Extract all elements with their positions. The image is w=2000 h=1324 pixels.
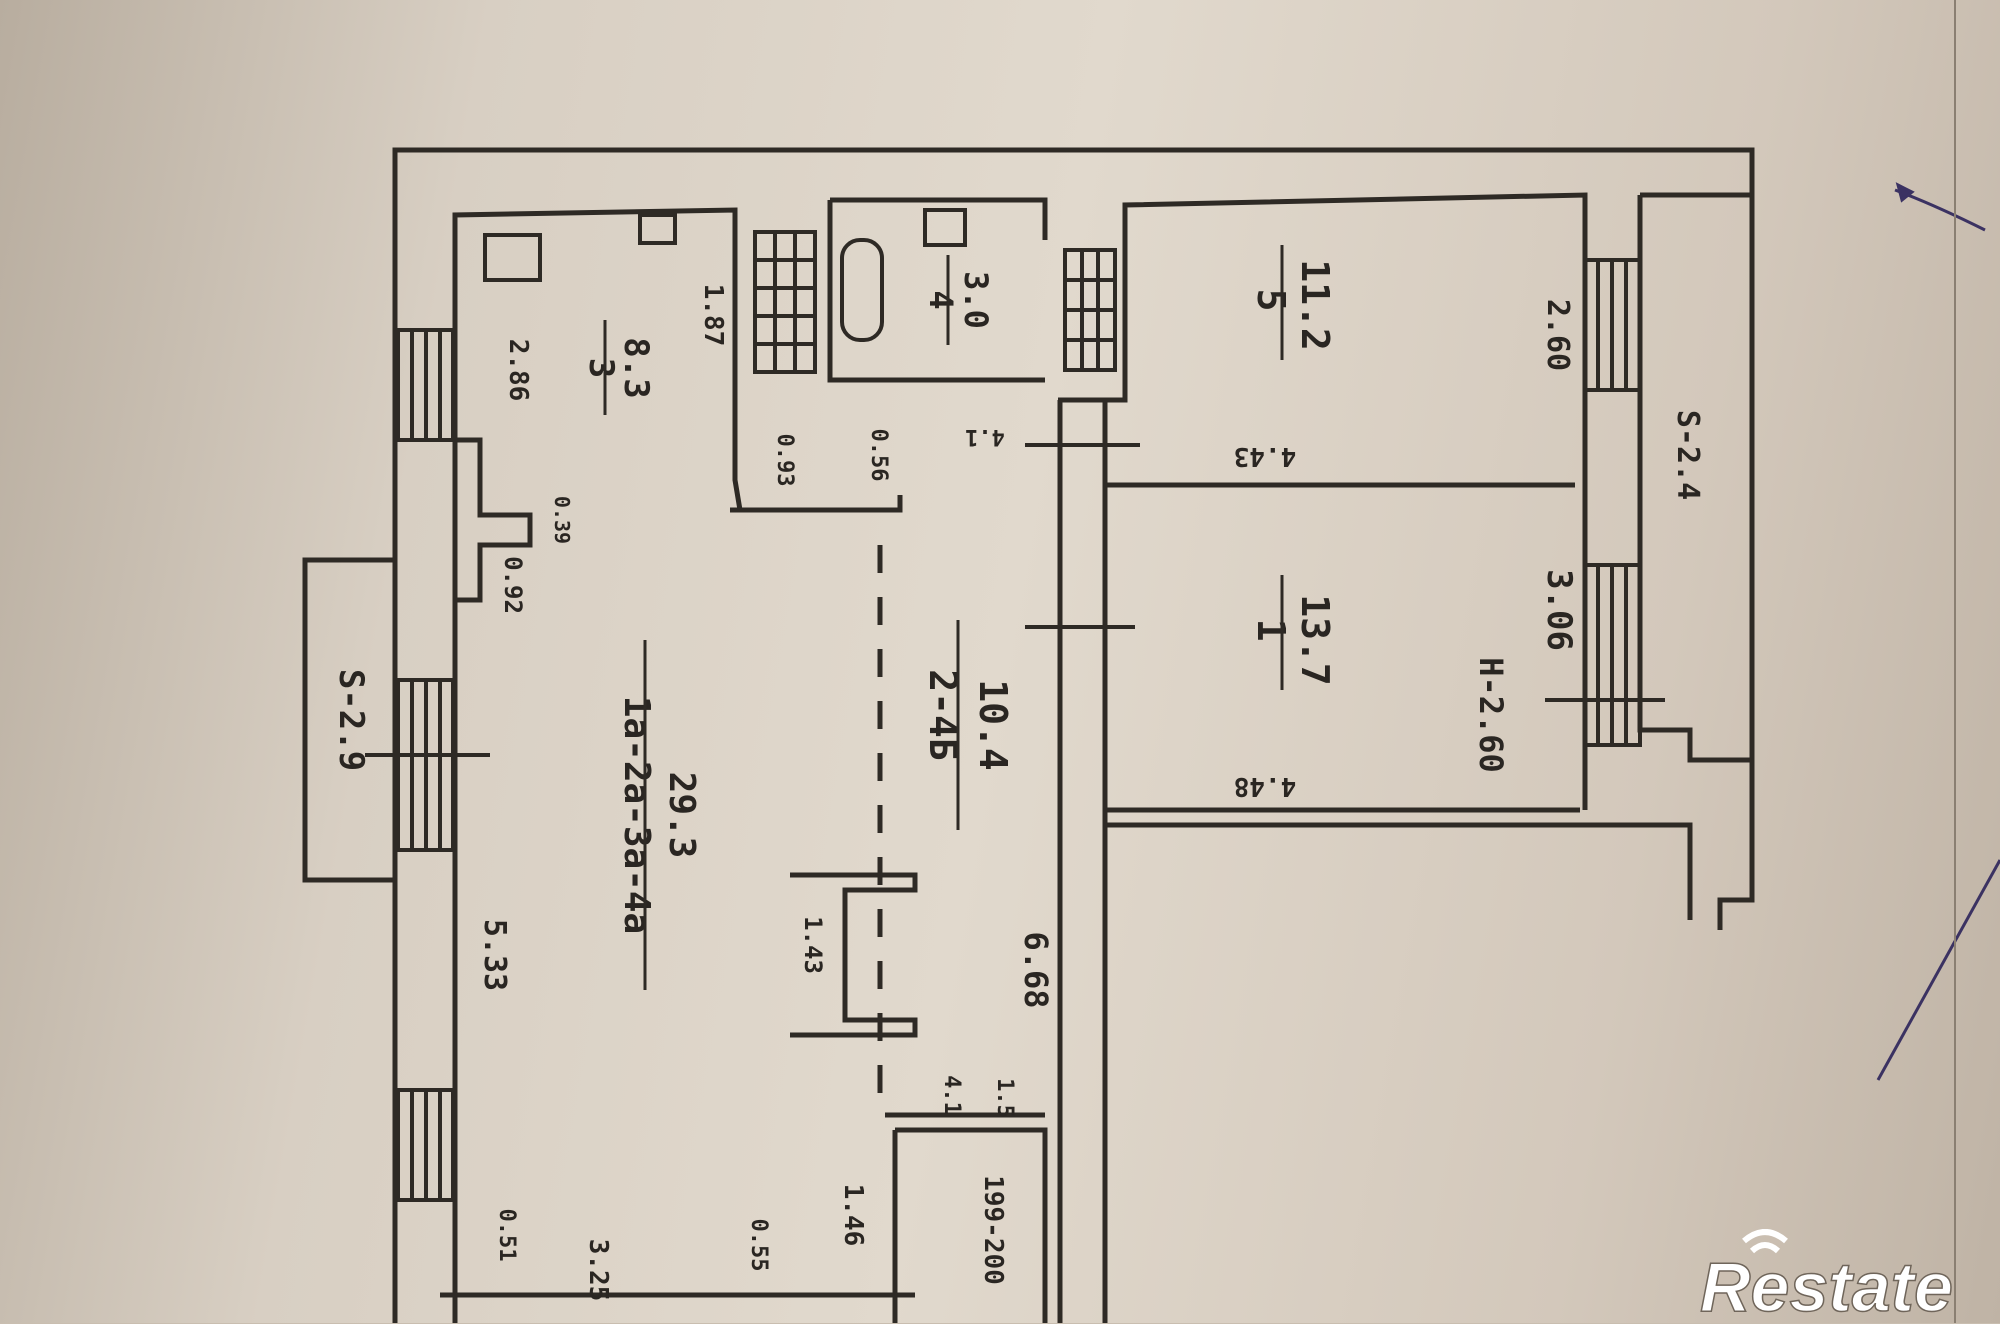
dim-306: 3.06: [1539, 569, 1579, 651]
stove: [483, 233, 542, 282]
balcony-left-frame: [302, 557, 398, 883]
dim-146: 1.46: [838, 1184, 868, 1247]
room-1a-number: 1a-2a-3a-4a: [616, 696, 657, 934]
sink: [638, 213, 677, 245]
bathtub: [840, 238, 884, 342]
dim-187: 1.87: [698, 284, 728, 347]
bathroom-wall: [830, 197, 1048, 240]
room-3-area: 8.3: [616, 337, 656, 398]
dim-448: 4.48: [1234, 771, 1297, 801]
room-4-area: 3.0: [957, 271, 995, 329]
entry-wall: [885, 1112, 1048, 1323]
dim-093: 0.93: [772, 434, 797, 487]
balcony-right-wall: [1637, 192, 1752, 763]
balcony-left-label: S-2.9: [331, 669, 371, 771]
dim-056: 0.56: [866, 429, 891, 482]
balcony-right-label: S-2.4: [1670, 410, 1705, 500]
dim-41b: 4.1: [965, 424, 1005, 449]
room-4-number: 4: [922, 290, 960, 309]
dim-41: 4.1: [939, 1075, 964, 1115]
room-1-area: 13.7: [1293, 594, 1337, 686]
room-5-area: 11.2: [1293, 259, 1337, 351]
niche: [790, 872, 918, 1038]
watermark-text: Restate: [1700, 1248, 1953, 1319]
dim-668: 6.68: [1017, 931, 1055, 1008]
dim-092: 0.92: [499, 556, 527, 614]
room-divider-1-bottom-2: [1105, 822, 1693, 920]
room-3-number: 3: [581, 358, 621, 378]
dim-039: 0.39: [550, 496, 574, 544]
room-2-area: 10.4: [971, 679, 1015, 771]
dim-055: 0.55: [746, 1219, 771, 1272]
window-right-top: [1583, 258, 1642, 392]
dim-286: 2.86: [503, 339, 533, 402]
bathroom-inner: [827, 200, 1045, 383]
watermark: Restate: [1680, 1229, 2000, 1324]
pen-arrow: [1876, 182, 2000, 1081]
outer-wall: [392, 147, 1755, 1323]
tile-grid-kitchen: [753, 230, 817, 374]
kitchen-wall: [455, 437, 533, 603]
dim-443: 4.43: [1234, 441, 1297, 471]
tile-grid-bath: [1063, 248, 1117, 372]
window-left-bottom: [396, 1088, 455, 1202]
watermark-signal-icon: [1742, 1229, 1788, 1254]
dim-533: 5.33: [477, 919, 512, 991]
room-5-number: 5: [1249, 289, 1293, 312]
dim-260a: 2.60: [1540, 299, 1575, 371]
room-1a-area: 29.3: [661, 772, 702, 859]
room-1-number: 1: [1249, 619, 1293, 642]
dim-143: 1.43: [799, 916, 827, 974]
window-left-top: [396, 328, 455, 442]
dim-051: 0.51: [494, 1209, 519, 1262]
window-right-bottom: [1583, 563, 1642, 747]
dim-199: 199-200: [978, 1175, 1008, 1285]
washbasin: [923, 208, 967, 247]
dim-h260: H-2.60: [1472, 657, 1510, 773]
dim-15: 1.5: [992, 1078, 1017, 1118]
window-left-mid: [396, 678, 455, 852]
dim-325: 3.25: [583, 1239, 613, 1302]
